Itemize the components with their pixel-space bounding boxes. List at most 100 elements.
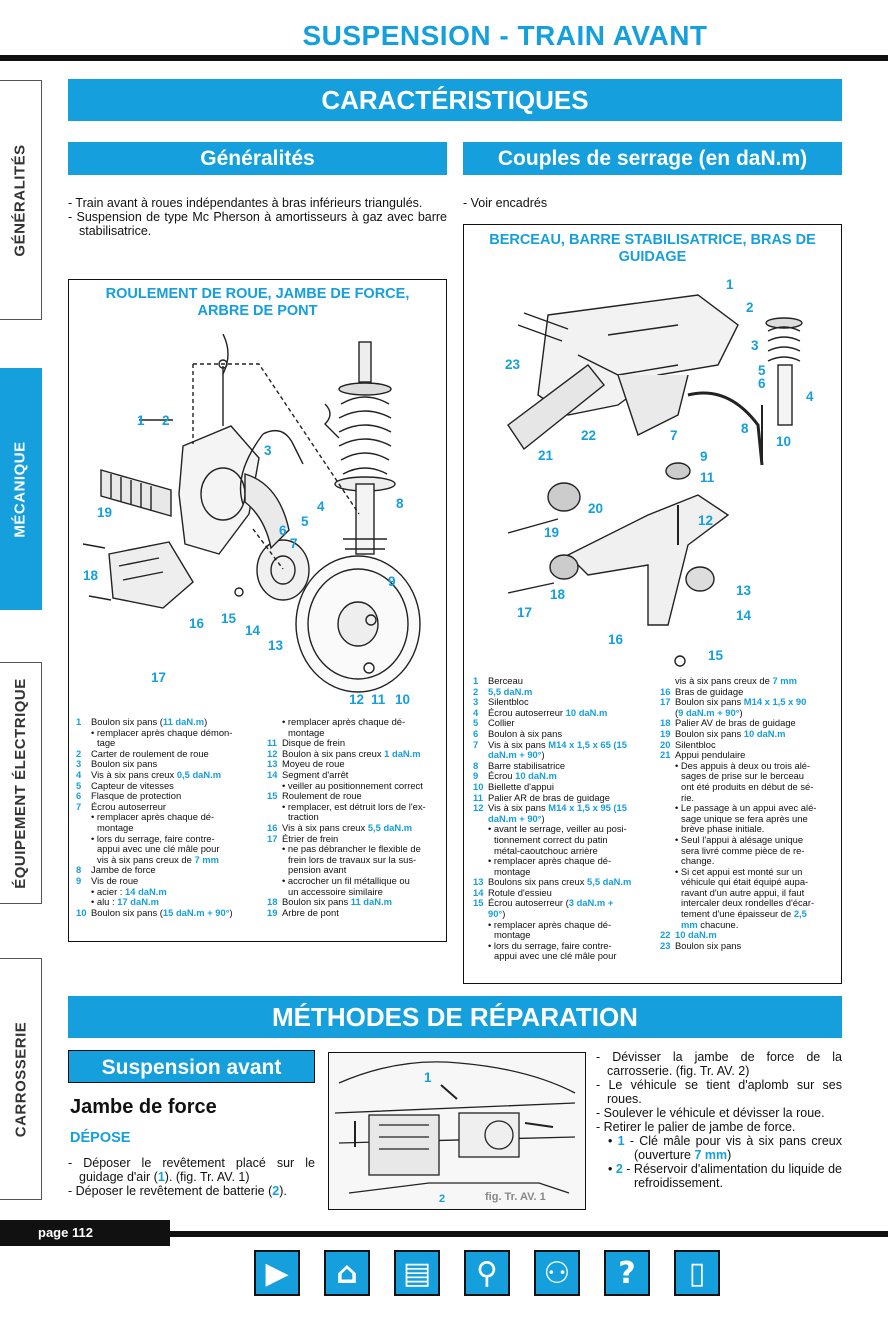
legend-text: tage — [97, 737, 116, 749]
legend-row: 21 Appui pendulaire — [660, 749, 840, 761]
legend-text: • remplacer après chaque dé- — [488, 855, 612, 867]
help-button[interactable]: ? — [604, 1250, 650, 1296]
sidebar-tab-label: ÉQUIPEMENT ÉLECTRIQUE — [12, 677, 29, 889]
legend-row: vis à six pans creux de 7 mm — [660, 675, 840, 687]
suspension-exploded-diagram — [82, 334, 421, 693]
legend-value: 15 daN.m + 90° — [162, 906, 230, 918]
bullet-text: ) — [727, 1148, 732, 1162]
legend-row: ravant d'un autre appui, il faut — [660, 886, 840, 899]
depose-step: - Déposer le revêtement placé sur le gui… — [68, 1156, 315, 1184]
legend-value: 11 daN.m — [350, 896, 392, 908]
legend-text: Segment d'arrêt — [282, 768, 349, 780]
figure-tr-av-1: 1 2 fig. Tr. AV. 1 — [328, 1052, 586, 1210]
legend-text: Écrou autoserreur — [91, 800, 167, 812]
legend-row: daN.m + 90°) — [473, 749, 653, 761]
legend-row: tionnement correct du patin — [473, 834, 653, 846]
legend-text: sages de prise sur le berceau — [681, 770, 804, 782]
legend-text: Appui pendulaire — [675, 749, 746, 761]
diagram-callout: 11 — [371, 692, 386, 707]
legend-row: mm chacune. — [660, 918, 840, 931]
step-text: ). — [279, 1184, 287, 1198]
diagram-callout: 2 — [746, 300, 754, 315]
legend-text: Berceau — [488, 675, 523, 686]
step-text: Soulever le véhicule et dévisser la roue… — [603, 1106, 825, 1120]
next-page-button[interactable]: ▶ — [254, 1250, 300, 1296]
legend-value: 10 daN.m — [743, 727, 786, 739]
legend-value: daN.m + 90° — [488, 749, 542, 761]
legend-text: • lors du serrage, faire contre- — [91, 832, 215, 844]
sidebar-tab[interactable]: ÉQUIPEMENT ÉLECTRIQUE — [0, 662, 42, 904]
legend-text: Vis à six pans creux — [91, 768, 177, 780]
legend-text: pension avant — [288, 864, 347, 876]
legend-text: change. — [681, 855, 715, 867]
jambe-title: Jambe de force — [70, 1096, 217, 1118]
diagram-callout: 6 — [279, 523, 287, 538]
subsection-banner-generalites: Généralités — [68, 142, 447, 175]
depose-step: - Retirer le palier de jambe de force. — [596, 1120, 796, 1134]
diagram-callout: 1 — [726, 277, 734, 292]
legend-number: 6 — [76, 790, 82, 802]
legend-text: • alu : — [91, 896, 118, 908]
home-button[interactable]: ⌂ — [324, 1250, 370, 1296]
legend-value: M14 x 1,5 x 65 (15 — [548, 738, 627, 750]
legend-row: appui avec une clé mâle pour — [473, 951, 653, 962]
legend-text: • veiller au positionnement correct — [282, 779, 423, 791]
legend-row: • remplacer après chaque dé- — [473, 855, 653, 867]
legend-text: ) — [204, 716, 208, 727]
legend-text: Écrou autoserreur ( — [488, 897, 569, 909]
legend-value: mm — [681, 918, 698, 930]
print-button[interactable]: ▤ — [394, 1250, 440, 1296]
diagram-callout: 10 — [395, 692, 411, 707]
figure-callout: 2 — [439, 1193, 446, 1205]
sidebar-tab[interactable]: GÉNÉRALITÉS — [0, 80, 42, 320]
generalites-item: - Train avant à roues indépendantes à br… — [68, 196, 423, 210]
diagram-callout: 14 — [245, 623, 261, 638]
home-icon: ⌂ — [336, 1255, 358, 1291]
legend-row: change. — [660, 855, 840, 867]
step-text: Déposer le revêtement de batterie ( — [75, 1184, 273, 1198]
legend-text: ravant d'un autre appui, il faut — [681, 886, 805, 898]
legend-row: • remplacer après chaque dé- — [76, 812, 261, 823]
sidebar-tab[interactable]: MÉCANIQUE — [0, 368, 42, 610]
legend-number: 17 — [660, 696, 671, 708]
legend-text: • remplacer, est détruit lors de l'ex- — [282, 800, 426, 812]
legend-number: 16 — [660, 685, 671, 697]
sidebar-tab-label: CARROSSERIE — [12, 1021, 29, 1137]
sidebar-tab[interactable]: CARROSSERIE — [0, 958, 42, 1200]
legend-value: 1 daN.m — [384, 747, 421, 759]
legend-text: • acier : — [91, 885, 126, 897]
search-button[interactable]: ⚲ — [464, 1250, 510, 1296]
legend-row: sage unique se fera après une — [660, 813, 840, 825]
legend-row: tement d'une épaisseur de 2,5 — [660, 908, 840, 920]
legend-number: 2 — [76, 747, 82, 759]
diagram-callout: 8 — [741, 421, 749, 436]
exit-button[interactable]: ▯ — [674, 1250, 720, 1296]
diagram-callout: 3 — [751, 338, 759, 353]
legend-number: 17 — [267, 832, 278, 844]
legend-text: Roulement de roue — [282, 790, 362, 802]
door-exit-icon: ▯ — [688, 1255, 706, 1291]
legend-number: 10 — [473, 780, 484, 792]
legend-number: 21 — [660, 749, 671, 761]
find-button[interactable]: ⚇ — [534, 1250, 580, 1296]
legend-number: 22 — [660, 929, 671, 941]
binoculars-icon: ⚇ — [543, 1255, 571, 1291]
legend-text: vis à six pans creux de — [97, 853, 195, 865]
legend-value: 10 daN.m — [565, 706, 608, 718]
legend-number: 4 — [473, 706, 479, 718]
